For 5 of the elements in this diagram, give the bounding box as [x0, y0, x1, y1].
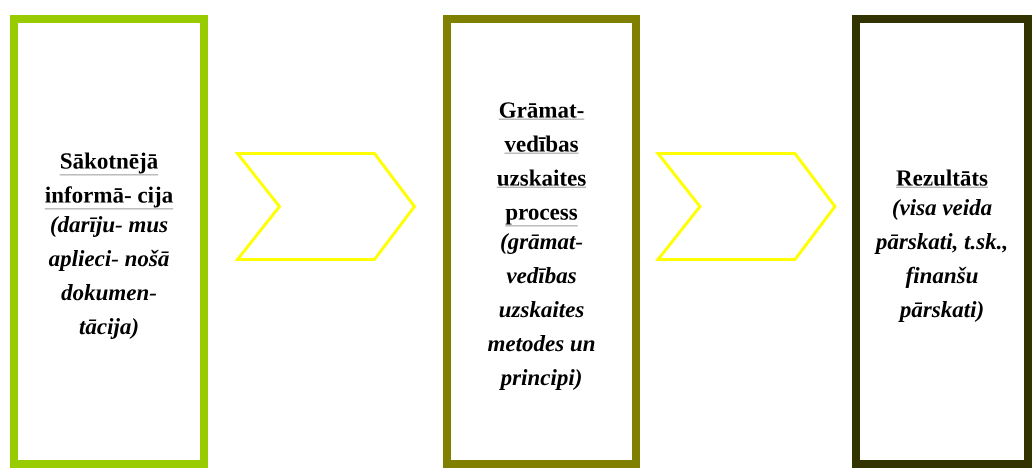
process-box: Rezultāts (visa veida pārskati, t.sk., finanšu pārskati) — [852, 15, 1032, 468]
chevron-arrow — [654, 152, 837, 261]
chevron-arrow — [234, 152, 417, 261]
process-box: Grāmat- vedības uzskaites process (grāmat- vedības uzskaites metodes un principi) — [443, 15, 640, 468]
process-box: Sākotnējā informā- cija (darīju- mus aplieci- nošā dokumen- tācija) — [10, 15, 208, 468]
